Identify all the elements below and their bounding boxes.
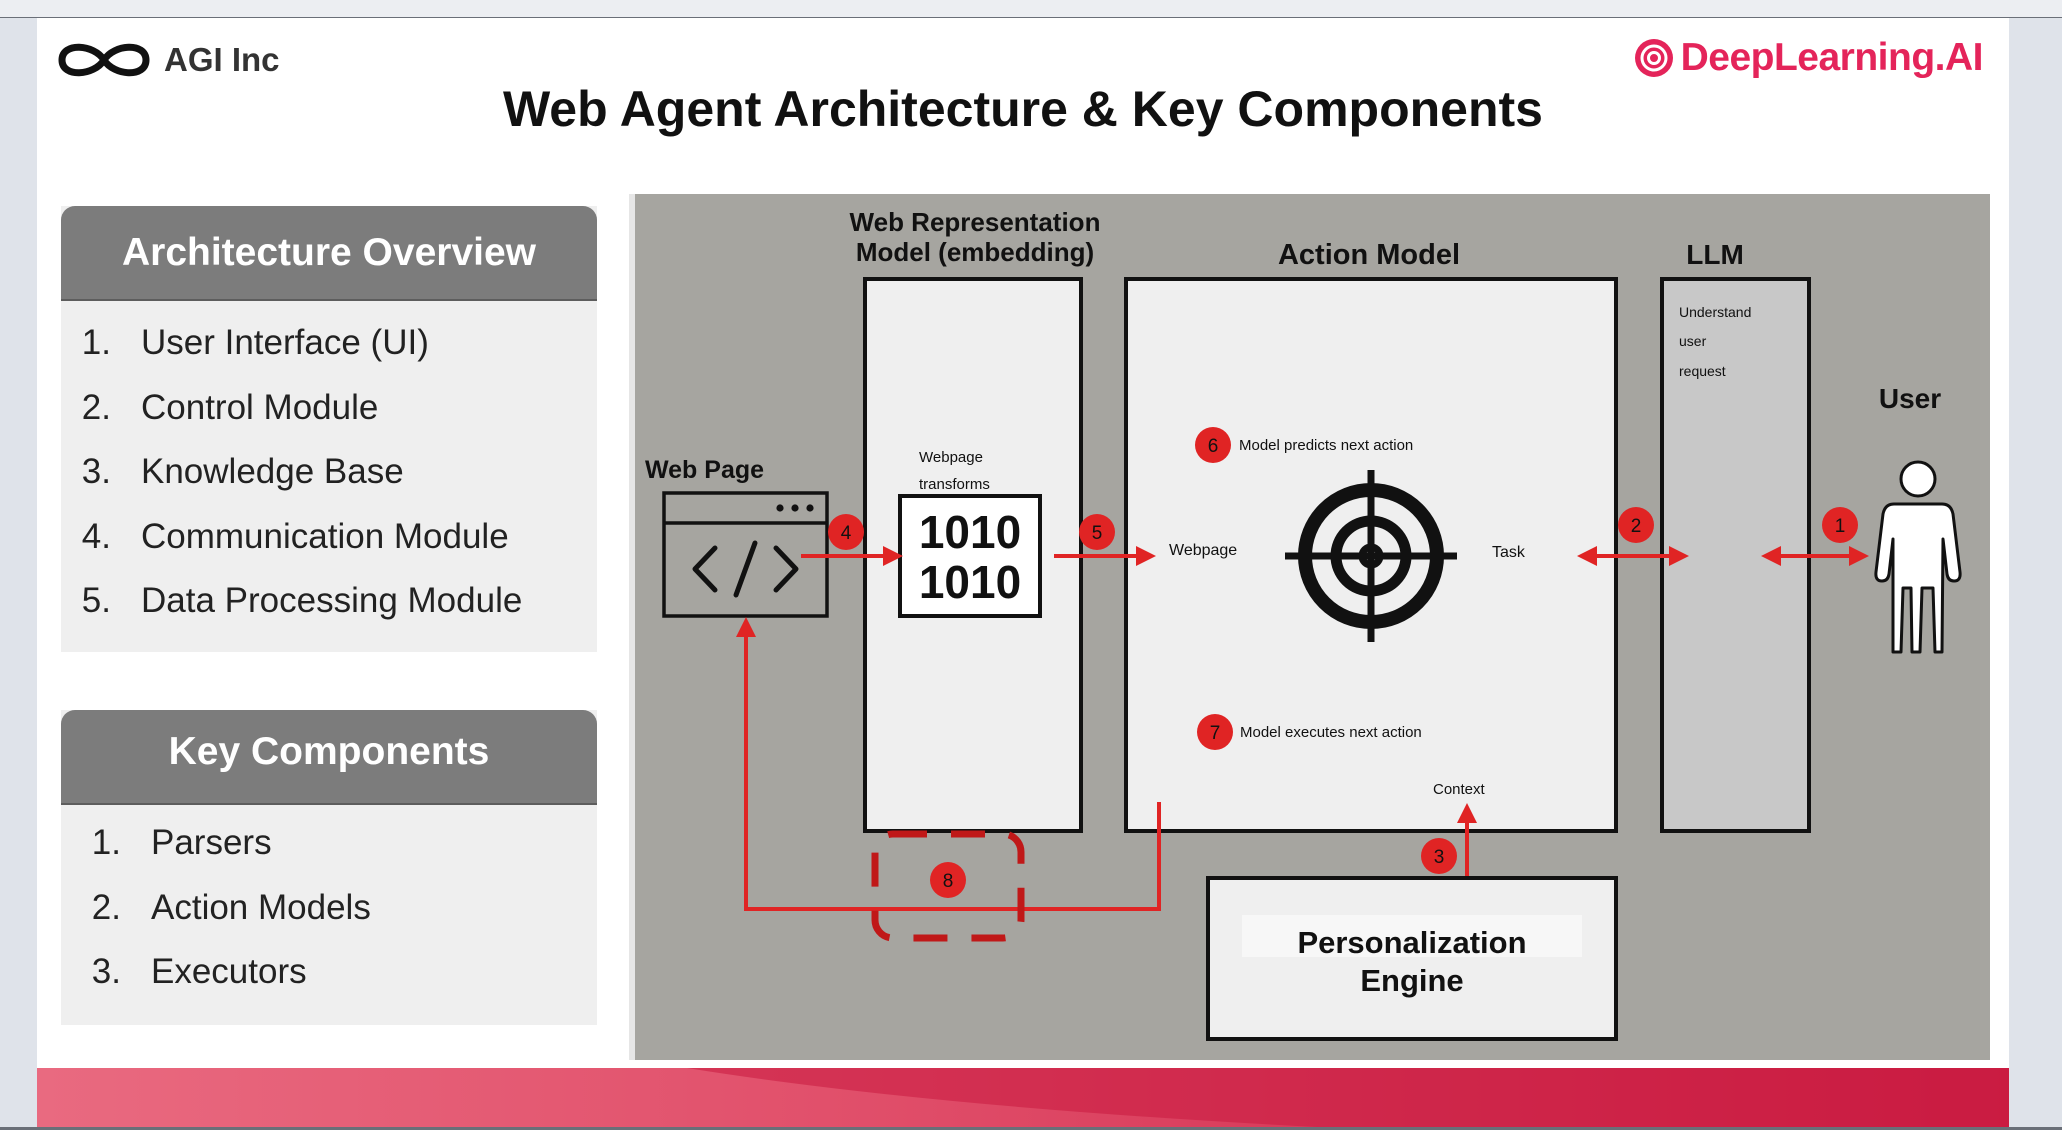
svg-text:6: 6	[1208, 436, 1219, 457]
predict-label: Model predicts next action	[1239, 437, 1413, 454]
svg-text:3: 3	[1434, 847, 1445, 868]
step-badge-8	[930, 862, 966, 898]
key-components-panel: Key Components 1.Parsers 2.Action Models…	[61, 710, 597, 1025]
step-badge-3	[1421, 838, 1457, 874]
list-item: 3.Executors	[91, 952, 307, 992]
window-bottom-bar	[0, 1127, 2062, 1130]
action-task-label: Task	[1492, 544, 1526, 561]
personalization-engine-box	[1206, 876, 1618, 1041]
list-item: 1.User Interface (UI)	[81, 323, 429, 363]
step-badge-1	[1822, 507, 1858, 543]
page-title: Web Agent Architecture & Key Components	[503, 81, 1543, 137]
web-rep-note-1: Webpage	[919, 449, 983, 466]
key-components-heading: Key Components	[61, 710, 597, 805]
dashed-loop-marker	[871, 830, 1025, 942]
step-badge-6	[1195, 427, 1231, 463]
svg-text:8: 8	[943, 871, 954, 892]
personalization-line-1: Personalization	[1297, 925, 1526, 960]
window-top-bar	[0, 0, 2062, 18]
llm-note-1: Understand	[1679, 304, 1751, 320]
step-badge-2	[1618, 507, 1654, 543]
slide: AGI Inc DeepLearning.AI Web Agent Archit…	[37, 18, 2009, 1128]
infinity-icon	[58, 43, 150, 77]
list-item: 4.Communication Module	[81, 516, 509, 556]
step-badge-7	[1197, 714, 1233, 750]
architecture-overview-panel: Architecture Overview 1.User Interface (…	[61, 206, 597, 652]
web-page-title: Web Page	[645, 456, 764, 484]
personalization-line-2: Engine	[1360, 963, 1463, 998]
deeplearning-logo: DeepLearning.AI	[1633, 36, 1984, 80]
web-rep-title-2: Model (embedding)	[856, 237, 1094, 267]
llm-title: LLM	[1686, 239, 1744, 270]
svg-text:1: 1	[1835, 516, 1846, 537]
svg-text:4: 4	[841, 523, 852, 544]
feedback-loop-arrow	[736, 617, 1161, 911]
architecture-overview-list: 1.User Interface (UI) 2.Control Module 3…	[61, 301, 597, 634]
svg-text:5: 5	[1092, 523, 1103, 544]
key-components-list: 1.Parsers 2.Action Models 3.Executors	[61, 805, 597, 1005]
action-model-title: Action Model	[1278, 239, 1460, 271]
action-webpage-label: Webpage	[1169, 542, 1237, 559]
partner-name: DeepLearning.AI	[1680, 36, 1984, 79]
svg-text:7: 7	[1210, 723, 1221, 744]
architecture-overview-heading: Architecture Overview	[61, 206, 597, 301]
binary-line-2: 1010	[919, 556, 1021, 608]
architecture-diagram: Web Representation Model (embedding) Web…	[629, 194, 1990, 1060]
list-item: 2.Control Module	[81, 387, 379, 427]
step-badge-5	[1079, 514, 1115, 550]
llm-note-2: user	[1679, 333, 1707, 349]
step-badge-4	[828, 514, 864, 550]
list-item: 3.Knowledge Base	[81, 452, 404, 492]
list-item: 2.Action Models	[91, 887, 371, 927]
binary-icon	[898, 494, 1042, 618]
binary-line-1: 1010	[919, 506, 1021, 558]
target-icon	[1285, 470, 1457, 642]
deeplearning-icon	[1634, 39, 1673, 77]
web-rep-title-1: Web Representation	[850, 207, 1101, 237]
svg-text:2: 2	[1631, 516, 1642, 537]
web-rep-note-2: transforms	[919, 476, 990, 493]
agi-logo: AGI Inc	[54, 30, 280, 90]
user-icon	[1874, 460, 1962, 654]
llm-note-3: request	[1679, 363, 1726, 379]
list-item: 5.Data Processing Module	[81, 581, 523, 621]
context-label: Context	[1433, 781, 1486, 798]
execute-label: Model executes next action	[1240, 724, 1422, 741]
user-title: User	[1879, 383, 1941, 414]
list-item: 1.Parsers	[91, 823, 272, 863]
company-name: AGI Inc	[164, 41, 280, 78]
footer-banner	[37, 1068, 2009, 1128]
